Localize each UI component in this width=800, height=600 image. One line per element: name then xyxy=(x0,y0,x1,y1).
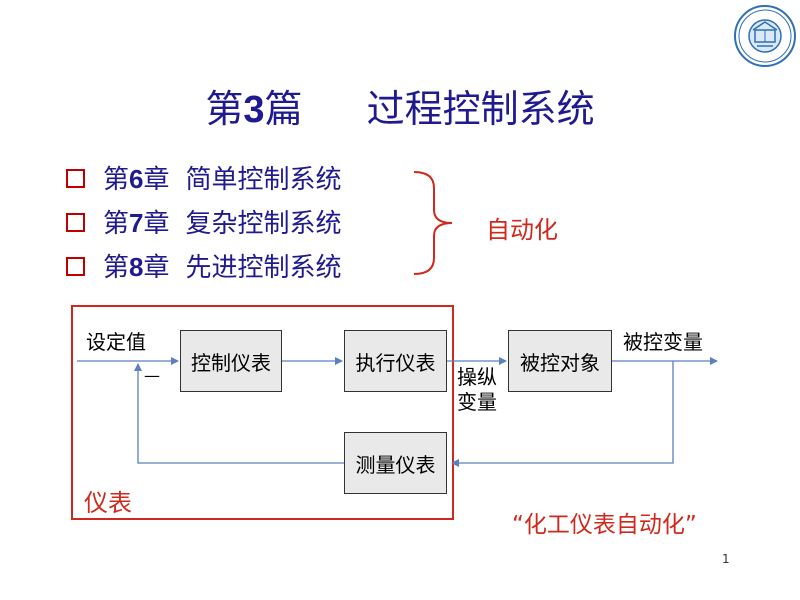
automation-label: 自动化 xyxy=(486,216,558,244)
university-seal-logo xyxy=(734,5,796,67)
chapter-number: 7 xyxy=(129,208,144,238)
title-suffix: 篇 xyxy=(264,87,303,131)
minus-sign: — xyxy=(144,366,160,385)
chapter-prefix: 第 xyxy=(103,165,130,195)
chapter-item: 第6章简单控制系统 xyxy=(66,161,342,197)
chapter-suffix: 章 xyxy=(143,209,170,239)
controlled-variable-label: 被控变量 xyxy=(623,330,703,354)
chapter-title: 简单控制系统 xyxy=(185,165,342,195)
title-text: 过程控制系统 xyxy=(366,87,595,131)
page-number: 1 xyxy=(722,552,730,566)
instrument-frame xyxy=(71,305,454,520)
square-bullet-icon xyxy=(66,257,85,276)
chapter-number: 8 xyxy=(129,252,144,282)
chapter-title: 先进控制系统 xyxy=(185,253,342,283)
chapter-item: 第8章先进控制系统 xyxy=(66,249,342,285)
chapter-prefix: 第 xyxy=(103,253,130,283)
chapter-suffix: 章 xyxy=(143,165,170,195)
chapter-prefix: 第 xyxy=(103,209,130,239)
actuator-block: 执行仪表 xyxy=(344,330,447,392)
controller-block: 控制仪表 xyxy=(180,330,282,392)
manipulated-variable-label: 操纵变量 xyxy=(457,365,497,414)
setpoint-label: 设定值 xyxy=(86,330,146,354)
instrument-label: 仪表 xyxy=(84,489,132,517)
chapter-suffix: 章 xyxy=(143,253,170,283)
square-bullet-icon xyxy=(66,169,85,188)
chapter-number: 6 xyxy=(129,164,144,194)
chemical-instrument-automation-quote: “化工仪表自动化” xyxy=(512,512,697,538)
chapter-title: 复杂控制系统 xyxy=(185,209,342,239)
title-prefix: 第 xyxy=(205,87,244,131)
chapter-item: 第7章复杂控制系统 xyxy=(66,205,342,241)
square-bullet-icon xyxy=(66,213,85,232)
process-block: 被控对象 xyxy=(508,330,612,392)
curly-brace-icon xyxy=(413,171,453,275)
title-number: 3 xyxy=(243,89,265,131)
slide-title: 第3篇 过程控制系统 xyxy=(0,78,800,133)
measurement-block: 测量仪表 xyxy=(344,432,447,494)
